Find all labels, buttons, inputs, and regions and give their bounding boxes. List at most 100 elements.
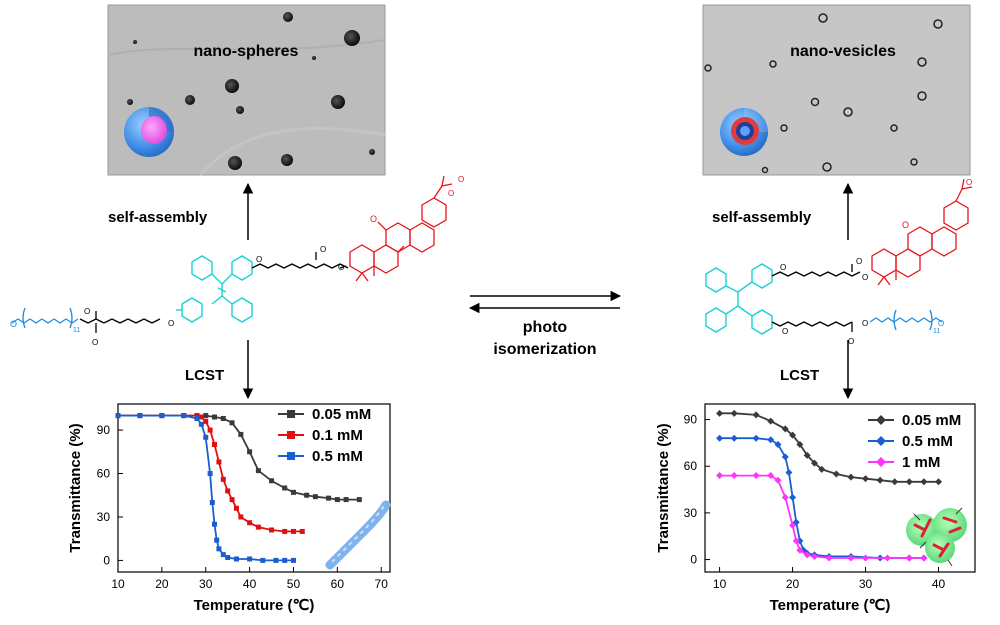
tpe-core-left	[176, 255, 253, 323]
self-assembly-label-left: self-assembly	[108, 209, 208, 226]
chart-right-point	[716, 409, 724, 417]
steroid-right	[871, 178, 973, 286]
chart-left-point	[181, 413, 187, 419]
legend-marker	[876, 415, 886, 425]
chart-right-ytick-label: 60	[684, 459, 698, 473]
chart-right-point	[781, 425, 789, 433]
chart-left-point	[207, 427, 213, 433]
peg-subscript-right: 11	[933, 328, 940, 335]
micelle-aggregate-icon	[906, 507, 967, 567]
chart-left-ytick-label: 0	[103, 553, 110, 567]
photo-label: photo	[523, 319, 568, 336]
chart-left-xtick-label: 20	[155, 577, 169, 591]
chart-right-point	[767, 436, 775, 444]
svg-text:O: O	[782, 327, 788, 336]
svg-text:O: O	[780, 263, 786, 272]
chart-left-point	[255, 468, 261, 474]
legend-label: 0.5 mM	[312, 448, 363, 465]
chart-right-point	[862, 554, 870, 562]
molecule-right: O O O O O O 11 O O O	[705, 178, 973, 346]
tpe-core-right	[705, 263, 773, 335]
chart-right-xtick-label: 10	[713, 577, 727, 591]
chart-left-point	[247, 449, 253, 455]
chart-right-point	[847, 473, 855, 481]
svg-text:O: O	[84, 307, 90, 316]
legend-label: 1 mM	[902, 454, 940, 471]
chart-right-point	[716, 434, 724, 442]
chart-left-point	[203, 434, 209, 440]
chart-right-point	[789, 521, 797, 529]
chart-right-point	[883, 554, 891, 562]
chart-right-series-line-2	[719, 474, 924, 559]
svg-text:O: O	[92, 338, 98, 347]
chart-right-point	[905, 478, 913, 486]
chart-right-point	[781, 453, 789, 461]
chart-left-point	[247, 520, 253, 526]
chart-right-point	[752, 411, 760, 419]
chart-left-point	[137, 413, 143, 419]
chart-right-point	[752, 434, 760, 442]
chart-right-ytick-label: 90	[684, 413, 698, 427]
chart-left-point	[273, 557, 279, 563]
chart-right-frame	[704, 403, 976, 573]
chart-left-point	[212, 521, 218, 527]
tem-image-nano-spheres: nano-spheres	[107, 4, 386, 176]
chart-left-point	[282, 528, 288, 534]
peg-chain-left	[11, 307, 79, 329]
svg-text:O: O	[338, 263, 344, 272]
chart-left-xtick-label: 50	[287, 577, 301, 591]
chart-left-point	[207, 471, 213, 477]
chart-left-point	[225, 488, 231, 494]
legend-marker	[287, 431, 295, 439]
chart-right-point	[752, 472, 760, 480]
chart-left-xtick-label: 30	[199, 577, 213, 591]
chart-right-point	[825, 554, 833, 562]
svg-text:O: O	[168, 319, 174, 328]
legend-label: 0.1 mM	[312, 427, 363, 444]
vesicle-icon	[720, 108, 768, 156]
chart-right-point	[774, 476, 782, 484]
chart-left-point	[238, 431, 244, 437]
chart-right-point	[774, 440, 782, 448]
chart-right-point	[818, 465, 826, 473]
chart-right-xtick-label: 20	[786, 577, 800, 591]
chart-right-xtick-label: 30	[859, 577, 873, 591]
chart-left-point	[238, 514, 244, 520]
isomerization-label: isomerization	[493, 341, 596, 358]
chart-right-point	[920, 478, 928, 486]
chart-left-point	[229, 420, 235, 426]
chart-left-point	[269, 478, 275, 484]
chart-right-point	[730, 472, 738, 480]
chart-left-point	[282, 485, 288, 491]
chart-left-point	[216, 546, 222, 552]
chart-left-point	[334, 497, 340, 503]
chart-right-point	[785, 468, 793, 476]
chart-left-point	[255, 524, 261, 530]
chart-right-ylabel: Transmittance (%)	[655, 423, 672, 552]
chart-left-point	[220, 552, 226, 558]
chart-right-point	[792, 537, 800, 545]
chart-left-point	[304, 492, 310, 498]
chart-left-point	[282, 557, 288, 563]
svg-text:O: O	[458, 175, 464, 184]
svg-text:O: O	[856, 257, 862, 266]
chart-right-point	[803, 451, 811, 459]
chart-right-point	[891, 478, 899, 486]
photo-isomerization-arrows	[468, 290, 622, 314]
chart-left-xtick-label: 10	[111, 577, 125, 591]
legend-marker	[876, 457, 886, 467]
chart-right-point	[730, 434, 738, 442]
peg-chain-right	[869, 309, 943, 331]
chart-right-point	[810, 459, 818, 467]
svg-text:O: O	[848, 337, 854, 346]
chart-left-point	[194, 415, 200, 421]
chart-left-point	[356, 497, 362, 503]
svg-text:O: O	[966, 178, 972, 187]
legend-label: 0.05 mM	[902, 412, 961, 429]
chart-right-point	[716, 472, 724, 480]
chart-left-point	[198, 421, 204, 427]
chart-right-point	[767, 417, 775, 425]
chart-left-point	[312, 494, 318, 500]
chart-right-point	[730, 409, 738, 417]
